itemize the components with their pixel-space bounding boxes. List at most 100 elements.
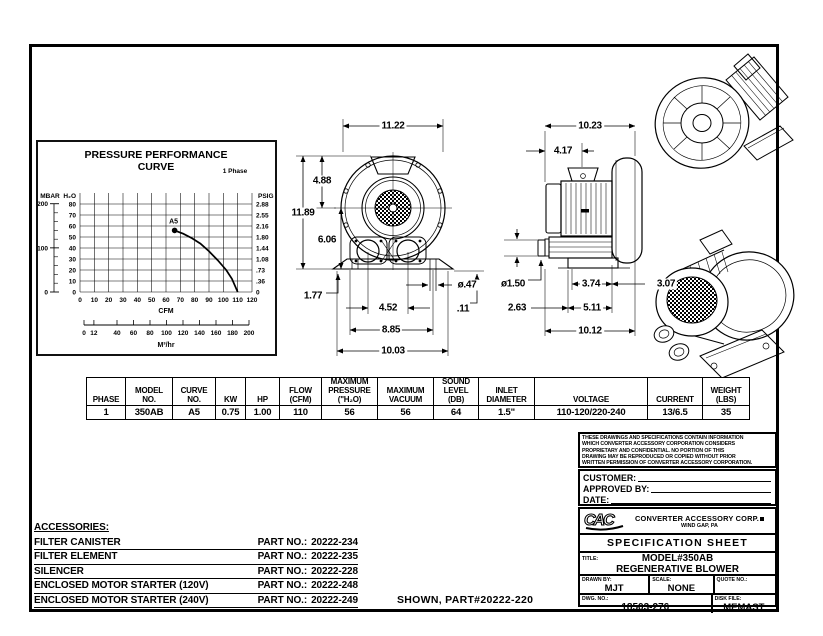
part-number: 20222-235: [311, 551, 358, 563]
svg-text:120: 120: [247, 297, 258, 304]
legal-notice: THESE DRAWINGS AND SPECIFICATIONS CONTAI…: [578, 432, 777, 468]
spec-value-cell: 110: [279, 405, 322, 421]
dim-front-foot-offset: 1.77: [301, 290, 325, 302]
svg-text:.73: .73: [256, 268, 265, 275]
disk-file-label: DISK FILE:: [714, 596, 742, 602]
svg-text:180: 180: [227, 330, 238, 337]
accessory-name: FILTER ELEMENT: [34, 551, 118, 563]
accessories-section: ACCESSORIES: FILTER CANISTER PART NO.: 2…: [34, 521, 358, 609]
drawing-title-line2: REGENERATIVE BLOWER: [616, 563, 739, 575]
accessory-row: ENCLOSED MOTOR STARTER (120V) PART NO.: …: [34, 579, 358, 594]
dim-front-lower-height: 6.06: [315, 234, 339, 246]
part-number: 20222-248: [311, 580, 358, 592]
dim-front-upper-height: 4.88: [310, 175, 334, 187]
spec-value-cell: 56: [321, 405, 378, 421]
drawing-title-line1: MODEL#350AB: [641, 553, 714, 564]
legal-line: THESE DRAWINGS AND SPECIFICATIONS CONTAI…: [582, 435, 744, 441]
svg-text:1.80: 1.80: [256, 235, 269, 242]
approved-line: [651, 492, 771, 493]
company-location: WIND GAP, PA: [681, 522, 718, 529]
shown-part-note: SHOWN, PART#20222-220: [397, 594, 534, 606]
company-text: CONVERTER ACCESSORY CORP. WIND GAP, PA: [626, 514, 773, 529]
svg-text:100: 100: [38, 245, 48, 252]
legal-line: WRITTEN PERMISSION OF CONVERTER ACCESSOR…: [582, 460, 753, 467]
legal-line: PROPRIETARY AND CONFIDENTIAL. NO PORTION…: [582, 447, 725, 454]
accessory-row: SILENCER PART NO.: 20222-228: [34, 565, 358, 580]
svg-text:0: 0: [82, 330, 86, 337]
svg-text:CFM: CFM: [158, 308, 173, 315]
svg-text:2.88: 2.88: [256, 202, 269, 209]
svg-text:100: 100: [218, 297, 229, 304]
svg-text:140: 140: [194, 330, 205, 337]
disk-file-value: MEMAST: [723, 602, 765, 613]
svg-text:60: 60: [162, 297, 170, 304]
title-block-main: CAC CONVERTER ACCESSORY CORP. WIND GAP, …: [578, 507, 777, 613]
drawn-scale-quote-row: DRAWN BY: MJT SCALE: NONE QUOTE NO.:: [580, 574, 775, 594]
svg-text:2.16: 2.16: [256, 224, 269, 231]
company-name-text: CONVERTER ACCESSORY CORP.: [634, 513, 760, 523]
approved-row: APPROVED BY:: [583, 483, 772, 494]
svg-text:110: 110: [232, 297, 243, 304]
spec-value-cell: 1: [86, 405, 126, 421]
svg-text:CURVE: CURVE: [138, 161, 175, 173]
svg-text:20: 20: [69, 268, 77, 275]
spec-header-cell: WEIGHT(LBS): [702, 376, 750, 407]
dwg-disk-row: DWG. NO.: 18503-276 DISK FILE: MEMAST: [580, 593, 775, 613]
spec-header-cell: VOLTAGE: [534, 376, 648, 407]
svg-text:200: 200: [38, 201, 48, 208]
date-label: DATE:: [583, 495, 610, 505]
scale-value: NONE: [667, 583, 696, 594]
title-block: THESE DRAWINGS AND SPECIFICATIONS CONTAI…: [578, 432, 777, 613]
svg-text:0: 0: [44, 290, 48, 297]
svg-text:20: 20: [105, 297, 113, 304]
scale-cell: SCALE: NONE: [650, 576, 715, 594]
spec-value-cell: 110-120/220-240: [534, 405, 648, 421]
part-no-label: PART NO.:: [257, 580, 308, 592]
dim-front-slot-dia: ø.47: [455, 279, 479, 291]
accessory-name: FILTER CANISTER: [34, 537, 121, 548]
spec-header-cell: FLOW(CFM): [279, 376, 322, 407]
spec-value-cell: 1.00: [245, 405, 280, 421]
accessories-title: ACCESSORIES:: [34, 522, 109, 533]
cac-logo: CAC: [583, 511, 624, 531]
svg-text:30: 30: [69, 257, 77, 264]
accessory-row: FILTER CANISTER PART NO.: 20222-234: [34, 536, 358, 551]
svg-text:50: 50: [69, 235, 77, 242]
drawn-by-label: DRAWN BY:: [582, 577, 612, 583]
dim-front-base-width: 8.85: [379, 324, 403, 336]
svg-text:40: 40: [113, 330, 121, 337]
spec-header-cell: KW: [215, 376, 246, 407]
dim-side-housing-width: 3.07: [654, 278, 678, 290]
legal-line: WHICH CONVERTER ACCESSORY CORPORATION CO…: [582, 441, 735, 448]
dim-front-base-thickness: .11: [454, 303, 472, 315]
svg-text:120: 120: [178, 330, 189, 337]
part-no-label: PART NO.:: [257, 594, 308, 606]
svg-text:H₂O: H₂O: [63, 193, 76, 200]
accessory-name: ENCLOSED MOTOR STARTER (240V): [34, 594, 209, 606]
dim-front-port-spacing: 4.52: [376, 302, 400, 314]
spec-value-cell: 13/6.5: [647, 405, 703, 421]
svg-text:2.55: 2.55: [256, 213, 269, 220]
svg-text:12: 12: [90, 330, 98, 337]
accessory-row: FILTER ELEMENT PART NO.: 20222-235: [34, 550, 358, 565]
dim-side-overall-length: 10.12: [576, 325, 604, 337]
svg-text:80: 80: [146, 330, 154, 337]
svg-text:1 Phase: 1 Phase: [223, 168, 248, 175]
legal-line: DRAWING MAY BE REPRODUCED OR COPIED WITH…: [582, 453, 736, 460]
signoff-box: CUSTOMER: APPROVED BY: DATE:: [578, 469, 777, 506]
svg-text:M³/hr: M³/hr: [157, 342, 174, 349]
spec-value-cell: 35: [702, 405, 750, 421]
sheet-type: SPECIFICATION SHEET: [580, 533, 775, 551]
svg-text:PRESSURE PERFORMANCE: PRESSURE PERFORMANCE: [85, 149, 228, 161]
dwg-no-label: DWG. NO.:: [582, 596, 609, 602]
disk-file-cell: DISK FILE: MEMAST: [713, 595, 775, 613]
dim-front-overall-base-width: 10.03: [379, 345, 407, 357]
dim-side-base-center: 3.74: [579, 278, 603, 290]
svg-text:A5: A5: [169, 218, 178, 225]
quote-label: QUOTE NO.:: [716, 577, 748, 583]
dwg-no-value: 18503-276: [621, 602, 670, 613]
